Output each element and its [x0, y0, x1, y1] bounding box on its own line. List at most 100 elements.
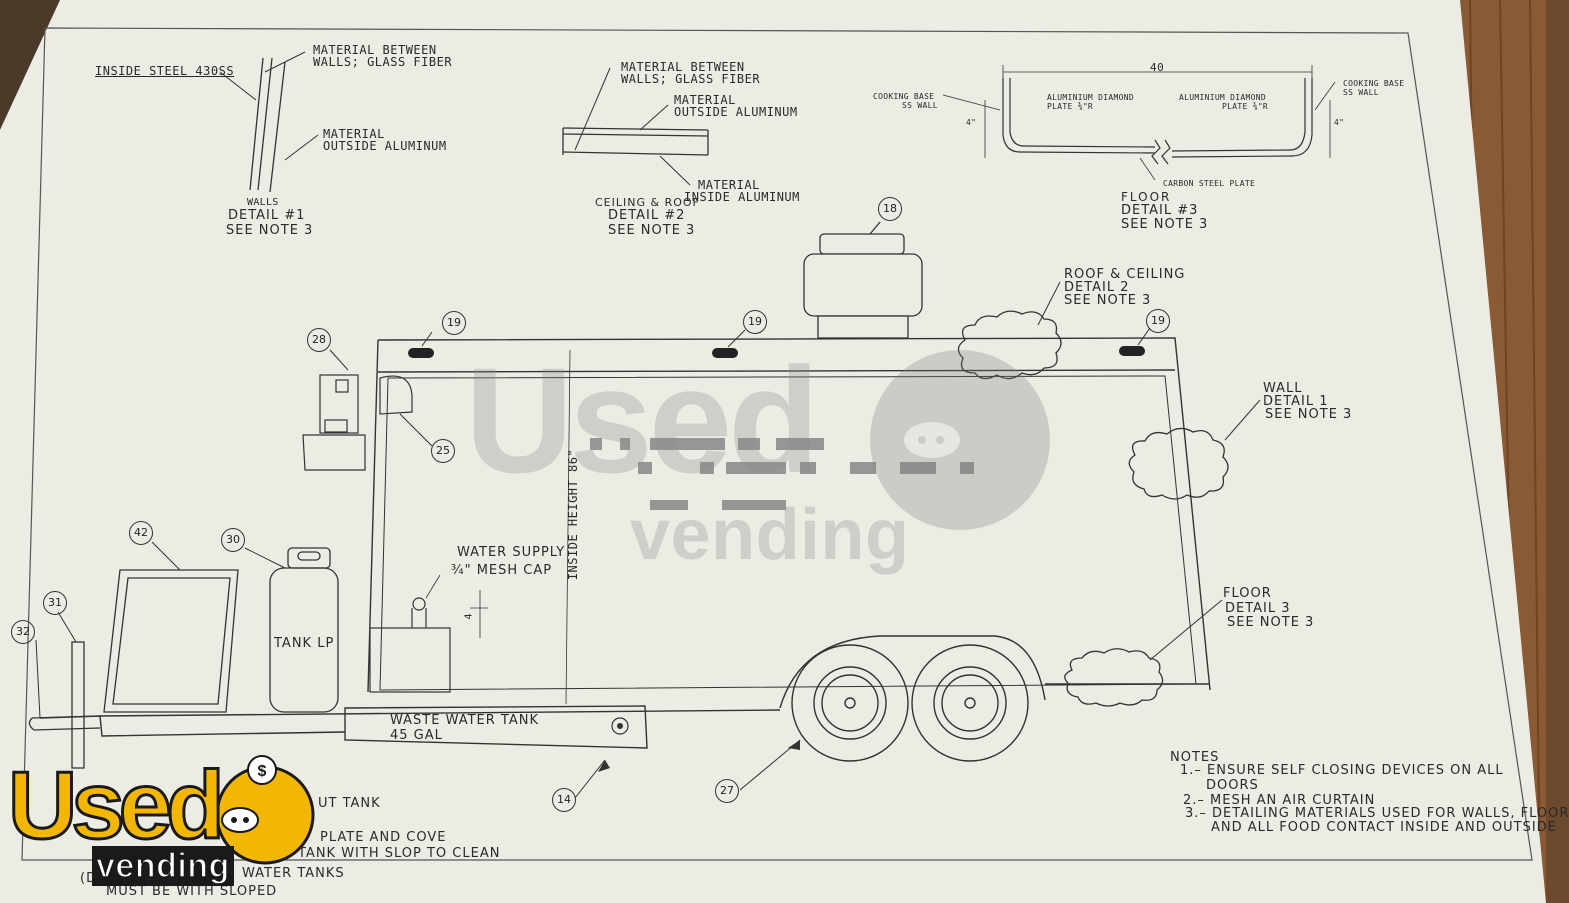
notes-title: NOTES [1170, 750, 1220, 765]
item-bubble-19a: 19 [442, 311, 466, 335]
detail-1-note: SEE NOTE 3 [226, 223, 314, 238]
sheet-border [21, 27, 1533, 861]
detail-3-floor [942, 65, 1336, 181]
roof-marker [712, 348, 738, 358]
wall-callout-2: DETAIL 1 [1263, 394, 1329, 409]
note-3-cont: AND ALL FOOD CONTACT INSIDE AND OUTSIDE [1211, 820, 1557, 835]
floor-cooking-right-1: COOKING BASE [1343, 79, 1405, 88]
wall-callout-1: WALL [1263, 381, 1303, 396]
detail-3-note: SEE NOTE 3 [1121, 217, 1209, 232]
item-bubble-14: 14 [552, 788, 576, 812]
ceiling-outside-label-1: MATERIAL [674, 93, 736, 107]
wall-outside-label-2: OUTSIDE ALUMINUM [323, 139, 447, 153]
lp-tank [269, 547, 339, 713]
detail-3-title: FLOOR [1121, 190, 1172, 204]
floor-callout-3: SEE NOTE 3 [1227, 615, 1315, 630]
roof-marker [1119, 346, 1145, 356]
item-bubble-19b: 19 [743, 310, 767, 334]
detail-2-label: DETAIL #2 [608, 208, 686, 223]
note-2: 2.– MESH AN AIR CURTAIN [1183, 793, 1376, 808]
wheel-left [791, 644, 909, 762]
item-bubble-31: 31 [43, 591, 67, 615]
note-1-cont: DOORS [1206, 778, 1259, 793]
detail-1-label: DETAIL #1 [228, 208, 306, 223]
wall-between-label-2: WALLS; GLASS FIBER [313, 55, 453, 69]
item-bubble-30: 30 [221, 528, 245, 552]
roof-callout-3: SEE NOTE 3 [1064, 293, 1152, 308]
wall-between-label-1: MATERIAL BETWEEN [313, 43, 437, 57]
wall-inside-steel-label: INSIDE STEEL 430SS [95, 64, 235, 78]
floor-plate-left-1: ALUMINIUM DIAMOND [1047, 93, 1134, 102]
partial-text-5: MUST BE WITH SLOPED [106, 884, 278, 899]
floor-plate-right-2: PLATE ⅜"R [1222, 102, 1269, 111]
item-bubble-25: 25 [431, 439, 455, 463]
watermark [870, 350, 1050, 530]
logo-vending: vending [92, 846, 234, 886]
floor-height-left: 4" [966, 118, 977, 127]
floor-callout-1: FLOOR [1223, 586, 1272, 601]
watermark-vending: vending [630, 495, 910, 575]
item-bubble-18: 18 [878, 197, 902, 221]
inside-height-label: INSIDE HEIGHT 86" [566, 448, 581, 581]
roof-callout-2: DETAIL 2 [1064, 280, 1130, 295]
ceiling-between-label-2: WALLS; GLASS FIBER [621, 72, 761, 86]
equipment-box [103, 569, 239, 713]
partial-text-3: TANK WITH SLOP TO CLEAN [298, 846, 501, 861]
detail-1-title: WALLS [247, 197, 279, 208]
detail-1-wall [219, 51, 319, 193]
ceiling-outside-label-2: OUTSIDE ALUMINUM [674, 105, 798, 119]
height-dimension [565, 349, 571, 705]
floor-plate-right-1: ALUMINIUM DIAMOND [1179, 93, 1266, 102]
floor-cooking-right-2: SS WALL [1343, 88, 1379, 97]
partial-text-1: UT TANK [318, 796, 381, 811]
detail-2-title: CEILING & ROOF [595, 196, 700, 209]
roof-callout-1: ROOF & CEILING [1064, 267, 1186, 282]
partial-text-2: PLATE AND COVE [320, 830, 447, 845]
watermark-used: Used [465, 336, 820, 504]
logo-used: Used [7, 752, 227, 859]
svg-text:$: $ [258, 763, 267, 780]
ceiling-inside-label-2: INSIDE ALUMINUM [684, 190, 800, 204]
leader-lines [35, 327, 1151, 799]
hitch-jack [28, 641, 101, 769]
redacted-text [590, 438, 974, 510]
wheel-right [911, 644, 1029, 762]
handwash-station [302, 374, 413, 471]
item-bubble-28: 28 [307, 328, 331, 352]
fresh-water-tank [369, 574, 488, 693]
floor-plate-left-2: PLATE ⅜"R [1047, 102, 1094, 111]
floor-height-right: 4" [1334, 118, 1345, 127]
item-bubble-32: 32 [11, 620, 35, 644]
waste-tank-label-2: 45 GAL [390, 728, 443, 743]
note-1: 1.– ENSURE SELF CLOSING DEVICES ON ALL [1180, 763, 1504, 778]
partial-text-4: WATER TANKS [242, 866, 345, 881]
detail-2-ceiling [562, 67, 709, 186]
item-bubble-42: 42 [129, 521, 153, 545]
ceiling-inside-label-1: MATERIAL [698, 178, 760, 192]
dim-4: 4 [463, 613, 475, 620]
mesh-cap-label: ¾" MESH CAP [451, 563, 553, 578]
water-supply-label: WATER SUPPLY [457, 545, 566, 560]
wall-outside-label-1: MATERIAL [323, 127, 385, 141]
item-bubble-19c: 19 [1146, 309, 1170, 333]
cloud-callouts [957, 281, 1261, 707]
floor-cooking-left-2: SS WALL [902, 101, 938, 110]
ceiling-between-label-1: MATERIAL BETWEEN [621, 60, 745, 74]
item-bubble-27: 27 [715, 779, 739, 803]
roof-vent [803, 221, 923, 339]
floor-callout-2: DETAIL 3 [1225, 601, 1291, 616]
waste-tank-label-1: WASTE WATER TANK [390, 713, 539, 728]
floor-width-dim: 40 [1150, 61, 1165, 74]
detail-2-note: SEE NOTE 3 [608, 223, 696, 238]
roof-marker [408, 348, 434, 358]
floor-cooking-left-1: COOKING BASE [873, 92, 935, 101]
note-3: 3.– DETAILING MATERIALS USED FOR WALLS, … [1185, 806, 1569, 821]
usedvending-logo-mark: $ [215, 755, 315, 865]
wall-callout-3: SEE NOTE 3 [1265, 407, 1353, 422]
floor-carbon-label: CARBON STEEL PLATE [1163, 179, 1256, 188]
detail-3-label: DETAIL #3 [1121, 203, 1199, 218]
tank-lp-label: TANK LP [274, 636, 335, 651]
